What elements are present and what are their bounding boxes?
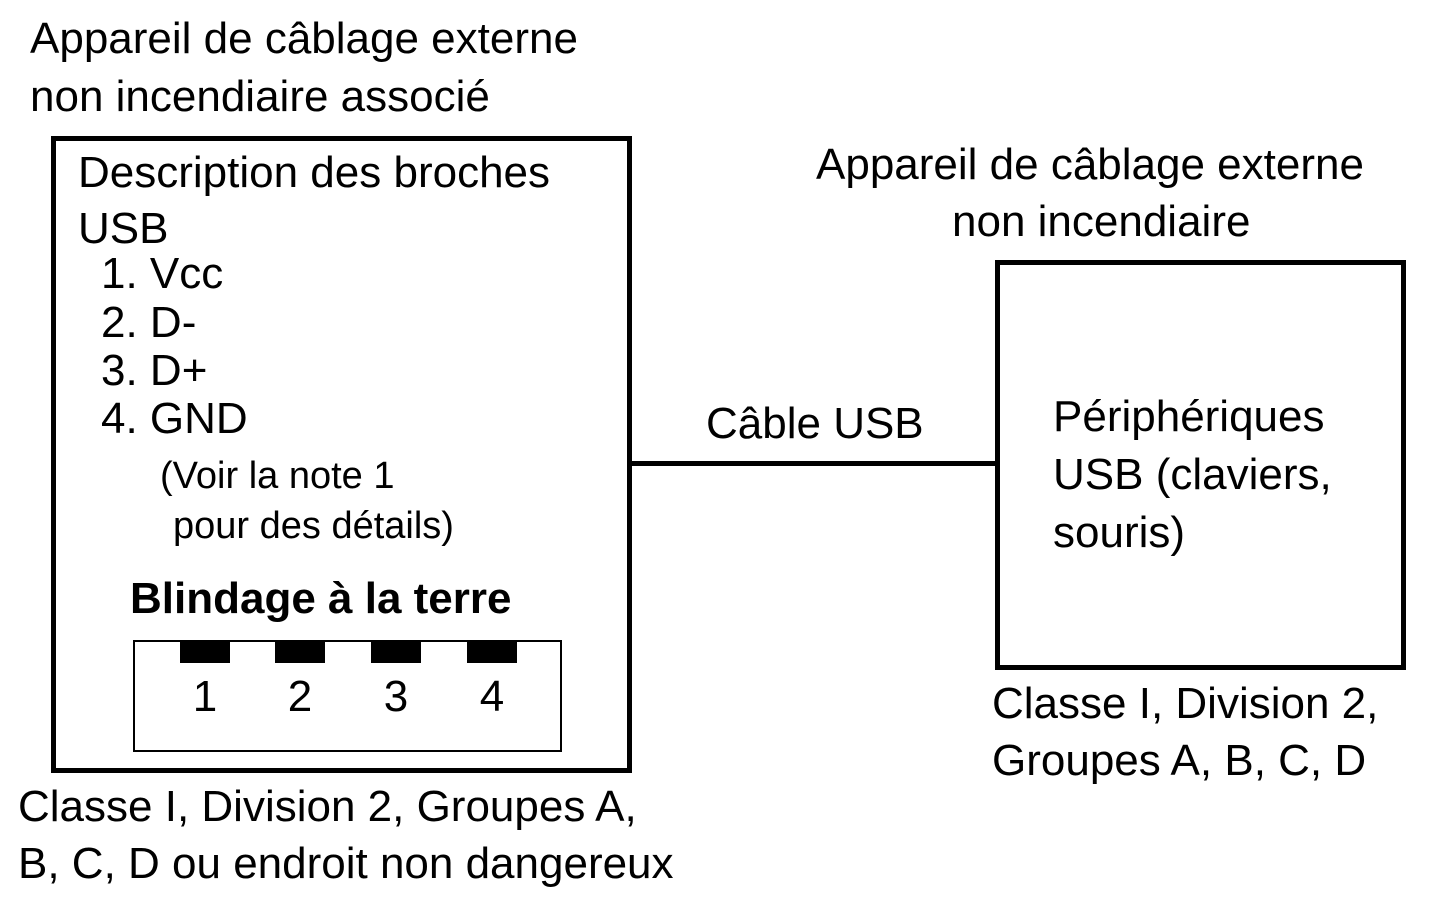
pin-item-vcc: 1. Vcc — [101, 249, 224, 298]
connector-pin-tab-4 — [467, 642, 517, 663]
note-line1: (Voir la note 1 — [160, 455, 395, 497]
right-class-line1: Classe I, Division 2, — [992, 679, 1379, 728]
shield-label: Blindage à la terre — [130, 574, 512, 623]
peripheral-line2: USB (claviers, — [1053, 450, 1332, 499]
note-line2: pour des détails) — [173, 505, 454, 547]
usb-cable-line — [630, 461, 998, 466]
left-device-title-line1: Appareil de câblage externe — [30, 14, 578, 63]
pin-item-d-minus: 2. D- — [101, 298, 197, 347]
pin-description-line1: Description des broches — [78, 148, 551, 197]
connector-pin-number-3: 3 — [383, 672, 409, 721]
pin-item-gnd: 4. GND — [101, 394, 248, 443]
connector-pin-number-2: 2 — [287, 672, 313, 721]
right-device-title-line1: Appareil de câblage externe — [816, 140, 1364, 189]
left-device-title-line2: non incendiaire associé — [30, 72, 490, 121]
pin-item-d-plus: 3. D+ — [101, 346, 208, 395]
connector-pin-number-1: 1 — [192, 672, 218, 721]
right-device-title-line2: non incendiaire — [952, 197, 1251, 246]
right-class-line2: Groupes A, B, C, D — [992, 736, 1367, 785]
left-class-line2: B, C, D ou endroit non dangereux — [18, 839, 674, 888]
peripheral-line3: souris) — [1053, 508, 1186, 557]
peripheral-line1: Périphériques — [1053, 392, 1325, 441]
connector-pin-tab-1 — [180, 642, 230, 663]
usb-connector: 1 2 3 4 — [133, 640, 562, 752]
peripheral-device-box — [995, 260, 1406, 670]
connector-pin-tab-3 — [371, 642, 421, 663]
left-class-line1: Classe I, Division 2, Groupes A, — [18, 782, 637, 831]
connector-pin-number-4: 4 — [479, 672, 505, 721]
connector-pin-tab-2 — [275, 642, 325, 663]
pin-description-line2: USB — [78, 204, 169, 253]
cable-label: Câble USB — [706, 399, 924, 448]
